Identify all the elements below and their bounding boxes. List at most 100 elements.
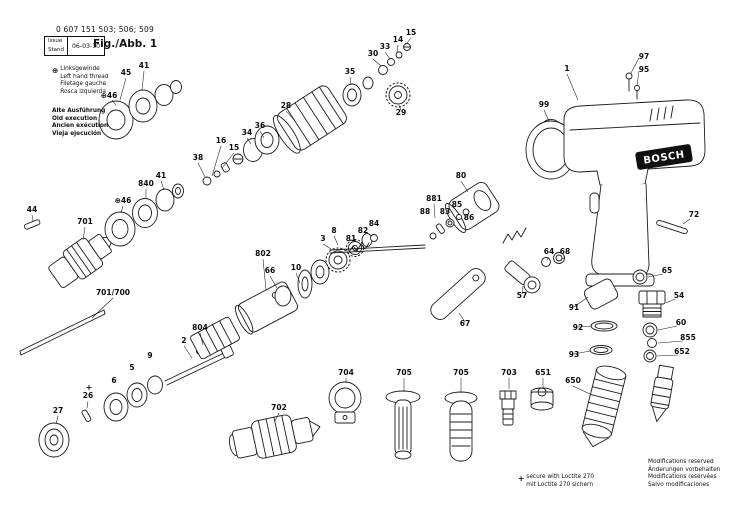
part-label-35: 35 [345,67,355,76]
part-label-95: 95 [639,65,649,74]
loctite-note: + secure with Loctite 270 mit Loctite 27… [518,474,594,489]
valve-small-parts [429,208,470,240]
figure-label: Fig./Abb. 1 [93,38,158,50]
part-label-1: 1 [564,64,569,73]
clamp-ring-704 [328,381,362,424]
trigger-lever-67 [430,268,486,320]
hose-nipple-703 [499,390,517,426]
part-label-5: 5 [129,363,134,372]
part-label-804: 804 [192,323,208,332]
part-label-840: 840 [138,179,154,188]
issue-stand-labels: Issue Stand [45,37,68,55]
bearing-cluster-bottom-left [103,375,163,422]
part-label-3: 3 [320,234,325,243]
lh-note-line: Rosca izquierda [60,88,106,95]
issue-label: Issue [48,38,63,44]
old-note-line: Old execution [52,115,98,122]
part-label-68: 68 [560,247,570,256]
document-number: 0 607 151 503; 506; 509 [56,25,154,34]
part-label-80: 80 [456,171,466,180]
part-label-38: 38 [193,153,203,162]
modifications-note: Modifications reserved Änderungen vorbeh… [648,459,720,489]
spindle-shaft [19,309,106,356]
part-label-15: 15 [229,143,239,152]
part-label-65: 65 [662,266,672,275]
muffler-650 [581,365,627,448]
loctite-cross-icon: + [518,474,525,483]
spring-81 [348,234,378,253]
drill-body [525,99,706,287]
rotor [190,316,240,360]
keyless-chuck-702 [228,414,321,459]
part-label-82: 82 [358,226,368,235]
part-label-16: 16 [216,136,226,145]
screw-97 [625,72,633,92]
part-label-85: 85 [452,200,462,209]
part-label-650: 650 [565,376,581,385]
part-label-99: 99 [539,100,549,109]
ring-652 [643,349,657,363]
side-handle-705b [444,391,478,462]
lh-note-line: Left hand thread [60,73,109,80]
part-label-44: 44 [27,205,37,214]
ring-cluster-top-center [243,125,280,162]
loctite-note-line: mit Loctite 270 sichern [526,481,594,488]
part-label-60: 60 [676,318,686,327]
part-label-72: 72 [689,210,699,219]
part-label-91: 91 [569,303,579,312]
part-label-651: 651 [535,368,551,377]
part-label-45: 45 [121,68,131,77]
cap-651 [530,387,554,411]
o-ring-65 [632,269,648,285]
part-label-41: 41 [139,61,149,70]
part-label-64: 64 [544,247,554,256]
left-hand-thread-note: ⊕ Linksgewinde Left hand thread Filetage… [52,66,108,96]
part-label-81: 81 [346,234,356,243]
leader-lines [31,37,691,425]
screw-95 [634,85,640,100]
part-label-802: 802 [255,249,271,258]
ring-68 [553,252,565,264]
part-label-14: 14 [393,35,403,44]
part-label-704: 704 [338,368,354,377]
stand-label: Stand [48,46,64,53]
part-label-83: 83 [440,207,450,216]
pin-72 [656,219,688,235]
end-plate-rings [274,259,330,307]
part-label-97: 97 [639,52,649,61]
old-note-line: Vieja ejecución [52,130,102,137]
part-label-702: 702 [271,403,287,412]
lh-note-line: Filetage gauche [60,81,107,88]
chuck-701 [48,233,114,288]
part-label-9: 9 [147,351,152,360]
part-label-652: 652 [674,347,690,356]
part-label-84: 84 [369,219,379,228]
gear-29 [378,43,411,108]
part-label-46: ⊕46 [101,91,118,100]
part-label-6: 6 [111,376,116,385]
ring-855 [647,338,657,348]
part-label-701: 701 [77,217,93,226]
old-execution-note: Alte Ausführung Old execution Ancien exé… [52,108,108,138]
gear-cluster-center [325,233,373,273]
mods-note-line: Änderungen vorbehalten [648,466,721,473]
ring-35 [342,76,374,107]
bosch-logo: BOSCH [635,144,693,170]
part-label-46: ⊕46 [115,196,132,205]
part-label-27: 27 [53,406,63,415]
left-hand-thread-icon: ⊕ [52,66,59,75]
part-label-29: 29 [396,108,406,117]
pin-44 [23,219,41,230]
mods-note-line: Salvo modificaciones [648,481,710,488]
old-note-line: Ancien exécution [52,123,109,130]
part-label-2: 2 [181,336,186,345]
part-label-881: 881 [426,194,442,203]
part-label-28: 28 [281,101,291,110]
mods-note-line: Modifications reserved [648,459,714,465]
o-ring-93 [589,345,613,355]
part-label-703: 703 [501,368,517,377]
mods-note-line: Modifications resérvées [648,474,717,481]
part-label-36: 36 [255,121,265,130]
